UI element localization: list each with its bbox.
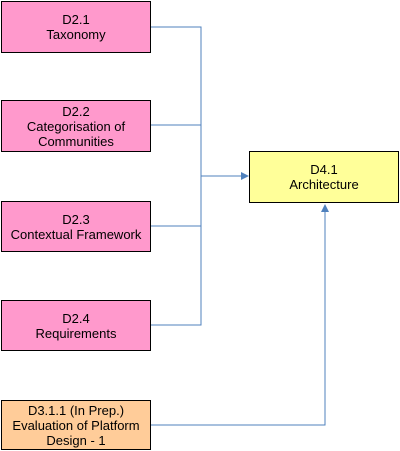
node-d2-1-title: Taxonomy [46,27,106,42]
node-d4-1: D4.1 Architecture [249,151,399,203]
node-d3-1-1-title-line1: Evaluation of Platform [12,417,140,433]
node-d2-4-title: Requirements [35,325,117,341]
connector-d24 [151,176,202,326]
node-d2-2-title-line1: Categorisation of [26,118,126,134]
node-d2-3-id: D2.3 [62,211,90,227]
node-d2-1-id: D2.1 [62,12,90,27]
node-d2-4-id: D2.4 [62,310,90,326]
node-d2-2: D2.2 Categorisation of Communities [1,100,151,152]
node-d4-1-id: D4.1 [310,162,338,177]
node-d3-1-1-title-line2: Design - 1 [46,432,106,448]
node-d2-1: D2.1 Taxonomy [1,1,151,53]
node-d3-1-1: D3.1.1 (In Prep.) Evaluation of Platform… [1,400,151,450]
node-d2-4: D2.4 Requirements [1,300,151,351]
connector-d23 [151,176,202,227]
connector-d311 [151,204,329,426]
node-d3-1-1-id: D3.1.1 (In Prep.) [27,402,125,418]
node-d2-2-title-line2: Communities [38,133,114,149]
node-d2-3-title: Contextual Framework [10,226,142,242]
node-d4-1-title: Architecture [289,177,359,192]
node-d2-2-id: D2.2 [62,103,90,119]
connector-d21 [151,26,202,176]
node-d2-3: D2.3 Contextual Framework [1,201,151,252]
